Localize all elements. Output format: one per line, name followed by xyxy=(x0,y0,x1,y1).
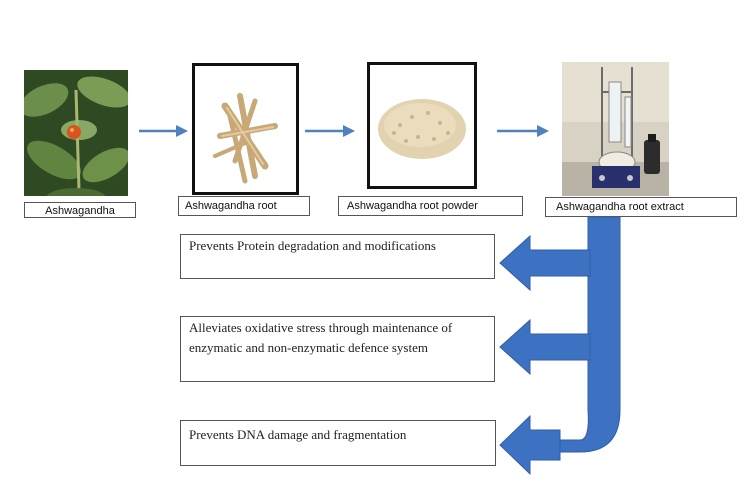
effect-arrow-1 xyxy=(499,234,591,292)
stage-label-plant: Ashwagandha xyxy=(24,202,136,218)
effect-arrow-3 xyxy=(499,414,561,476)
ashwagandha-plant-image xyxy=(24,70,128,196)
dried-root-illustration xyxy=(195,66,296,192)
effect-arrow-2 xyxy=(499,318,591,376)
ashwagandha-root-powder-image xyxy=(367,62,477,189)
flow-arrow-1-head xyxy=(176,125,188,137)
ashwagandha-root-extract-image xyxy=(562,62,669,196)
stage-label-root: Ashwagandha root xyxy=(178,196,310,216)
flow-arrow-3-head xyxy=(537,125,549,137)
powder-illustration xyxy=(370,65,474,186)
effect-box-protein: Prevents Protein degradation and modific… xyxy=(180,234,495,279)
extraction-apparatus-illustration xyxy=(562,62,669,196)
effect-box-dna: Prevents DNA damage and fragmentation xyxy=(180,420,496,466)
stage-label-powder: Ashwagandha root powder xyxy=(338,196,523,216)
effect-box-oxidative-stress: Alleviates oxidative stress through main… xyxy=(180,316,495,382)
plant-illustration xyxy=(24,70,128,196)
flow-arrow-2-head xyxy=(343,125,355,137)
stage-label-extract: Ashwagandha root extract xyxy=(545,197,737,217)
effect-arrow-trunk xyxy=(547,216,621,453)
ashwagandha-root-image xyxy=(192,63,299,195)
